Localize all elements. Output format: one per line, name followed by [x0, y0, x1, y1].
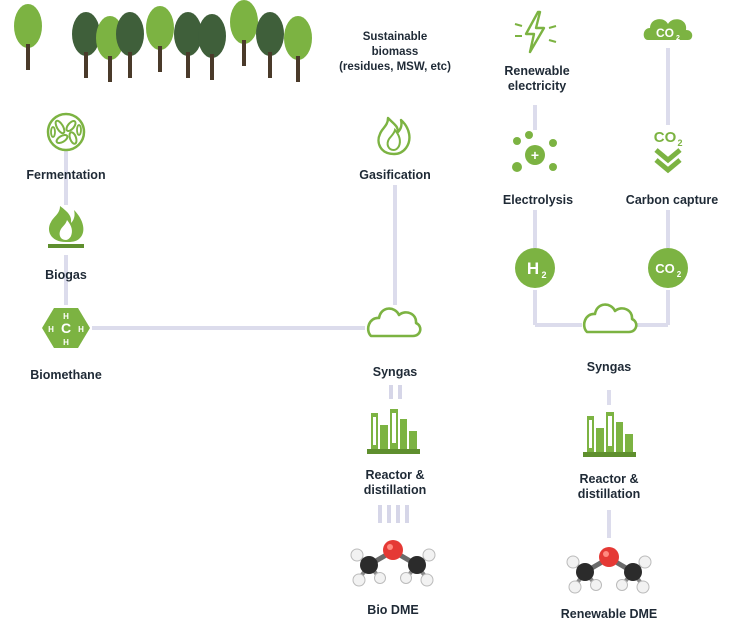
renewable-dme-molecule-icon	[567, 547, 651, 593]
biomass-label-line2: biomass	[371, 46, 419, 58]
connector-lines	[64, 48, 670, 538]
renewable-dme-label: Renewable DME	[560, 607, 658, 621]
methane-h-left: H	[48, 325, 54, 334]
reactor-right-label: Reactor & distillation	[578, 472, 641, 502]
renewable-electricity-line1: Renewable	[504, 64, 570, 78]
gasification-flame-icon	[377, 116, 411, 156]
biogas-label: Biogas	[45, 268, 87, 282]
h2-symbol: H	[527, 259, 539, 278]
h2-subscript: 2	[541, 270, 546, 280]
co2-bottom-subscript: 2	[677, 270, 682, 279]
methane-h-top: H	[63, 312, 69, 321]
fermentation-label: Fermentation	[26, 168, 106, 182]
co2-top-subscript: 2	[676, 35, 680, 42]
reactor-left-line1: Reactor &	[365, 468, 425, 482]
methane-h-right: H	[78, 325, 84, 334]
co2-capture-symbol: CO	[654, 129, 677, 146]
electrolysis-label: Electrolysis	[502, 193, 574, 207]
forest-icon	[14, 0, 312, 82]
syngas-right-label: Syngas	[586, 360, 632, 374]
co2-capture-subscript: 2	[677, 138, 682, 148]
co2-bottom-symbol: CO	[655, 261, 675, 276]
methane-molecule-icon: C H H H H	[42, 308, 90, 348]
carbon-capture-label: Carbon capture	[625, 193, 719, 207]
biogas-flame-icon	[48, 206, 84, 248]
biomass-label: Sustainable biomass (residues, MSW, etc)	[339, 30, 451, 75]
carbon-capture-icon: CO 2	[654, 129, 683, 174]
renewable-electricity-line2: electricity	[507, 79, 567, 93]
co2-bubble-icon-bottom: CO 2	[648, 248, 688, 288]
syngas-cloud-icon-right	[582, 303, 638, 334]
bio-dme-molecule-icon	[351, 540, 435, 586]
bacteria-icon	[46, 112, 86, 152]
h2-bubble-icon: H 2	[515, 248, 555, 288]
chevron-down-icon	[654, 158, 682, 174]
reactor-right-line1: Reactor &	[579, 472, 639, 486]
co2-top-symbol: CO	[656, 26, 674, 40]
syngas-left-label: Syngas	[372, 365, 418, 379]
lightning-icon	[514, 10, 557, 54]
reactor-left-line2: distillation	[363, 483, 427, 497]
biomass-label-line1: Sustainable	[362, 31, 428, 43]
gasification-label: Gasification	[359, 168, 431, 182]
reactor-factory-icon-left	[367, 409, 420, 454]
reactor-factory-icon-right	[583, 412, 636, 457]
renewable-electricity-label: Renewable electricity	[504, 64, 569, 94]
reactor-right-line2: distillation	[577, 487, 641, 501]
biomass-label-line3: (residues, MSW, etc)	[339, 61, 451, 73]
reactor-left-label: Reactor & distillation	[364, 468, 427, 498]
biomethane-label: Biomethane	[30, 368, 102, 382]
bio-dme-label: Bio DME	[367, 603, 419, 617]
syngas-cloud-icon-left	[366, 307, 422, 338]
flow-arrows-left	[378, 385, 409, 523]
co2-bubble-icon-top: CO 2	[643, 19, 693, 42]
svg-text:+: +	[531, 147, 539, 163]
electrolysis-icon: +	[512, 131, 557, 172]
methane-h-bottom: H	[63, 338, 69, 347]
methane-carbon: C	[61, 320, 71, 336]
